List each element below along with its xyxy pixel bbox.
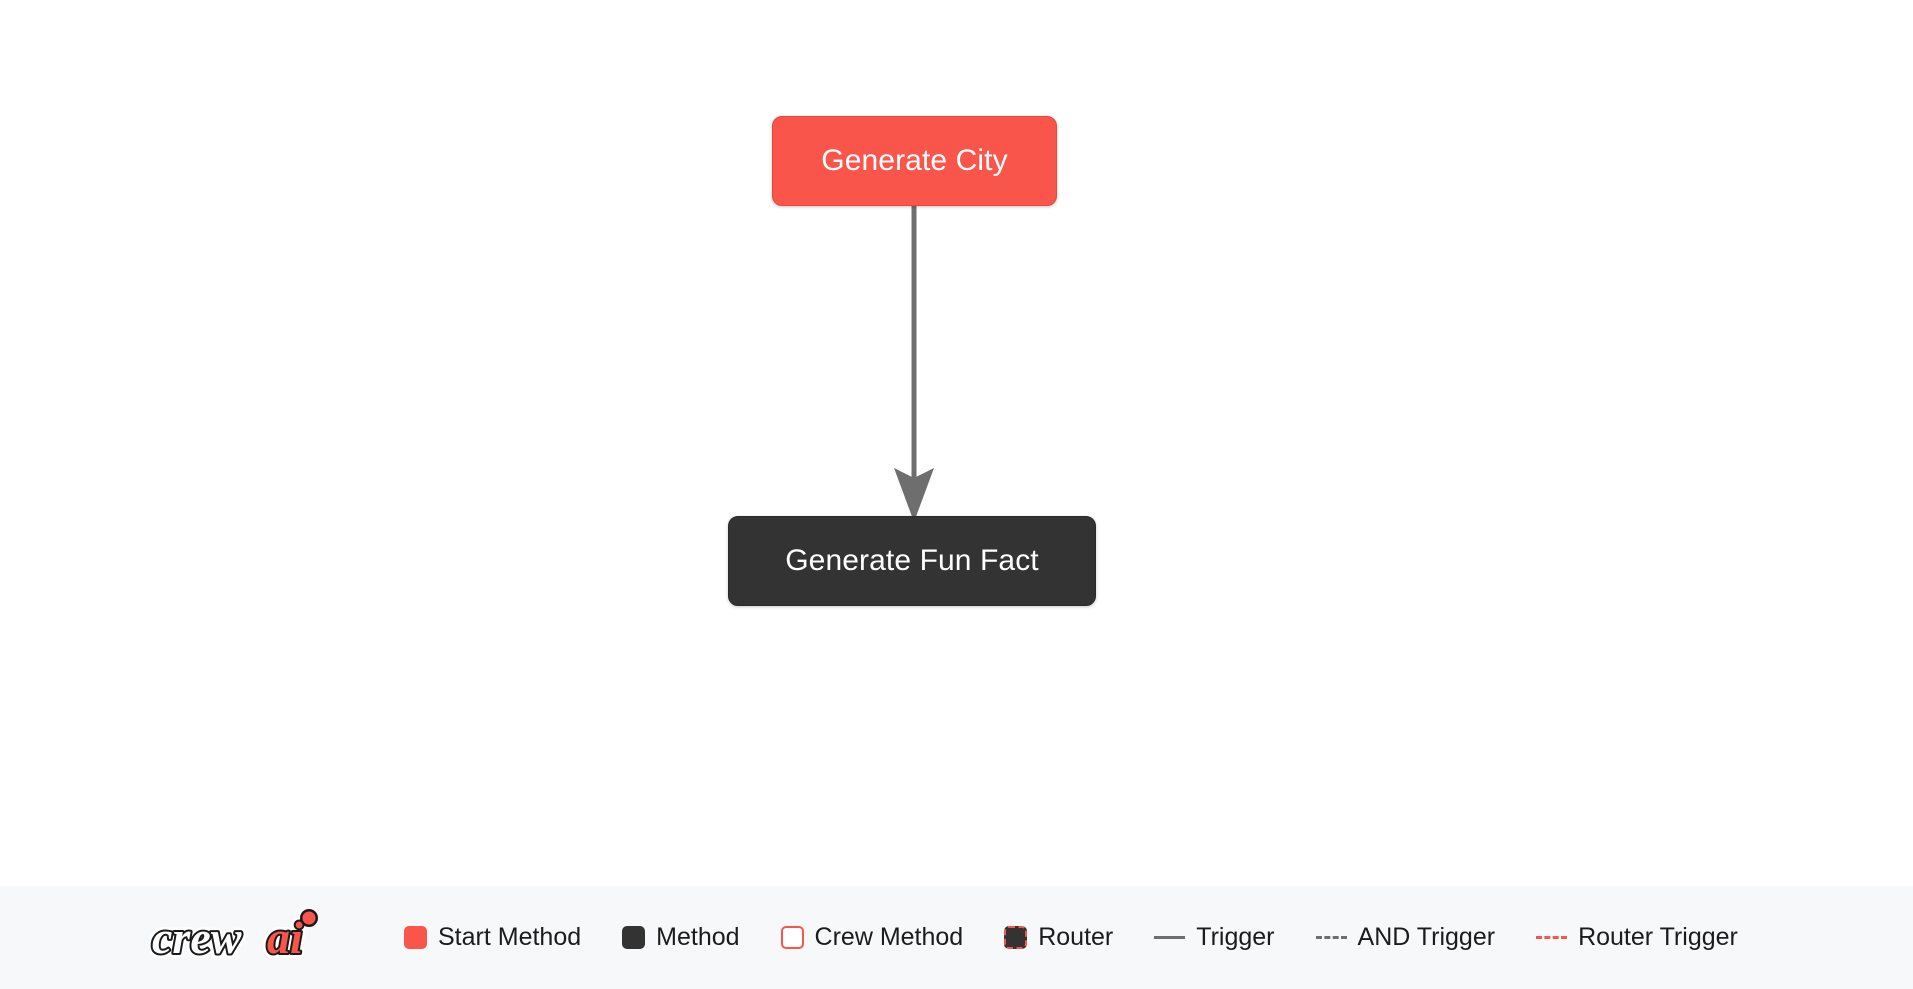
legend-item-and-trigger: AND Trigger <box>1315 923 1496 951</box>
and-trigger-line-icon <box>1315 936 1347 939</box>
svg-text:ai: ai <box>267 912 303 963</box>
legend-bar: crew crew crew ai ai ai Start Method Met… <box>0 886 1913 989</box>
trigger-line-icon <box>1154 936 1186 939</box>
legend-item-method: Method <box>622 923 740 951</box>
router-trigger-line-icon <box>1536 936 1568 939</box>
legend-item-label: AND Trigger <box>1357 923 1496 951</box>
legend-items: Start Method Method Crew Method Router T… <box>404 925 1738 950</box>
legend-item-router-trigger: Router Trigger <box>1536 925 1738 950</box>
svg-text:ai: ai <box>267 912 303 963</box>
svg-text:crew: crew <box>152 912 242 963</box>
flow-node-generate-fun-fact[interactable]: Generate Fun Fact <box>728 516 1096 606</box>
svg-text:crew: crew <box>152 912 242 963</box>
crewai-logo: crew crew crew ai ai ai <box>150 907 368 969</box>
legend-item-label: Method <box>656 923 740 951</box>
flow-node-label: Generate City <box>821 144 1008 177</box>
router-swatch-icon <box>1004 926 1028 949</box>
svg-text:ai: ai <box>267 912 303 963</box>
legend-item-trigger: Trigger <box>1154 923 1275 951</box>
legend-item-start-method: Start Method <box>404 925 581 950</box>
svg-text:crew: crew <box>152 912 242 963</box>
legend-item-router: Router <box>1004 925 1113 950</box>
flow-node-label: Generate Fun Fact <box>785 544 1039 577</box>
legend-item-label: Trigger <box>1196 923 1275 951</box>
edge-city-to-fun-fact <box>894 206 934 522</box>
crew-method-swatch-icon <box>780 926 804 949</box>
legend-item-crew-method: Crew Method <box>780 923 964 951</box>
legend-item-label: Router <box>1038 923 1114 951</box>
legend-item-label: Start Method <box>438 923 582 951</box>
flow-node-generate-city[interactable]: Generate City <box>772 116 1057 206</box>
start-method-swatch-icon <box>404 926 427 949</box>
legend-item-label: Crew Method <box>814 923 964 951</box>
method-swatch-icon <box>622 926 646 949</box>
edge-arrowhead-icon <box>894 468 934 522</box>
flow-canvas[interactable]: Generate City Generate Fun Fact <box>0 0 1913 886</box>
legend-item-label: Router Trigger <box>1578 923 1738 951</box>
